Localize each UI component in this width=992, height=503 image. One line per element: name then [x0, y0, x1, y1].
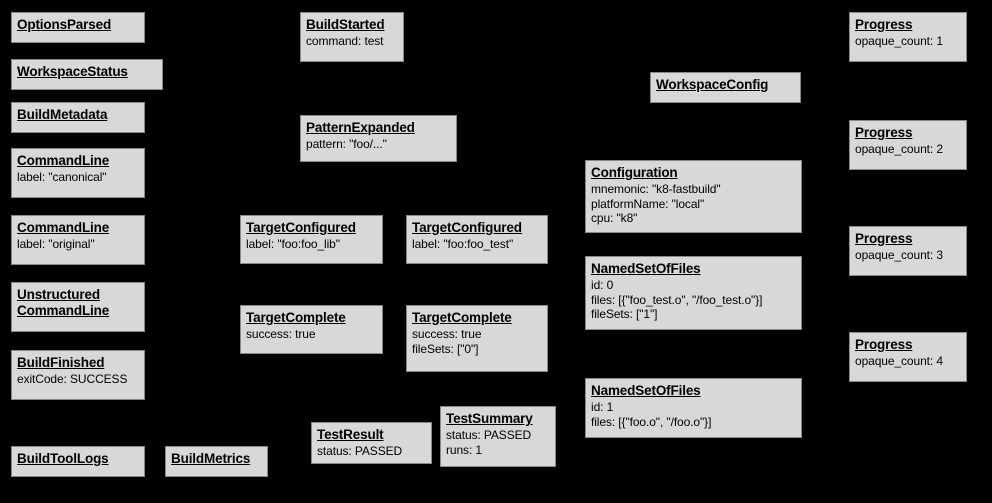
node-field: pattern: "foo/..."	[306, 137, 387, 151]
node-title: BuildMetadata	[17, 107, 108, 122]
node-title: CommandLine	[17, 153, 110, 168]
node-progress-1[interactable]: Progress opaque_count: 1	[849, 12, 967, 62]
node-field: files: [{"foo.o", "/foo.o"}]	[591, 414, 712, 429]
node-field: label: "foo:foo_lib"	[246, 237, 340, 251]
node-fields: label: "original"	[17, 237, 139, 252]
node-title: OptionsParsed	[17, 17, 112, 32]
node-build-metrics[interactable]: BuildMetrics	[165, 446, 268, 477]
node-title: BuildFinished	[17, 355, 105, 370]
node-title: BuildMetrics	[171, 451, 251, 466]
node-target-configured-foo-test[interactable]: TargetConfigured label: "foo:foo_test"	[406, 215, 548, 264]
node-options-parsed[interactable]: OptionsParsed	[11, 12, 145, 43]
node-title: Progress	[855, 231, 913, 246]
node-workspace-config[interactable]: WorkspaceConfig	[650, 72, 801, 103]
node-field: platformName: "local"	[591, 196, 705, 211]
node-title: BuildStarted	[306, 17, 385, 32]
node-build-metadata[interactable]: BuildMetadata	[11, 102, 145, 133]
node-field: fileSets: ["1"]	[591, 307, 658, 321]
node-title: TargetConfigured	[412, 220, 522, 235]
node-title: Configuration	[591, 165, 678, 180]
node-unstructured-command-line[interactable]: Unstructured CommandLine	[11, 282, 145, 332]
node-title: WorkspaceConfig	[656, 77, 769, 92]
node-fields: label: "foo:foo_lib"	[246, 237, 377, 252]
node-field: opaque_count: 1	[855, 34, 943, 48]
node-fields: label: "canonical"	[17, 170, 139, 185]
node-title: TargetComplete	[246, 310, 346, 325]
node-field: status: PASSED	[317, 444, 403, 458]
node-progress-3[interactable]: Progress opaque_count: 3	[849, 226, 967, 276]
node-title: NamedSetOfFiles	[591, 261, 701, 276]
node-field: opaque_count: 3	[855, 248, 943, 262]
node-field: exitCode: SUCCESS	[17, 372, 128, 386]
node-title: Progress	[855, 17, 913, 32]
node-field: label: "foo:foo_test"	[412, 237, 514, 251]
node-progress-4[interactable]: Progress opaque_count: 4	[849, 332, 967, 382]
node-build-finished[interactable]: BuildFinished exitCode: SUCCESS	[11, 350, 145, 400]
node-field: status: PASSED	[446, 428, 532, 442]
node-target-complete-lib[interactable]: TargetComplete success: true	[240, 305, 383, 354]
node-title: WorkspaceStatus	[17, 64, 128, 79]
node-progress-2[interactable]: Progress opaque_count: 2	[849, 120, 967, 170]
node-field: cpu: "k8"	[591, 211, 638, 225]
node-configuration[interactable]: Configuration mnemonic: "k8-fastbuild"pla…	[585, 160, 802, 233]
node-field: mnemonic: "k8-fastbuild"	[591, 182, 721, 196]
node-field: fileSets: ["0"]	[412, 341, 479, 356]
node-fields: status: PASSED	[317, 444, 426, 459]
node-field: command: test	[306, 34, 384, 48]
node-workspace-status[interactable]: WorkspaceStatus	[11, 59, 163, 90]
node-field: opaque_count: 2	[855, 142, 943, 156]
node-fields: opaque_count: 2	[855, 142, 961, 157]
node-pattern-expanded[interactable]: PatternExpanded pattern: "foo/..."	[300, 115, 457, 162]
node-test-result[interactable]: TestResult status: PASSED	[311, 422, 432, 464]
node-field: label: "canonical"	[17, 170, 107, 184]
node-title: Progress	[855, 337, 913, 352]
node-title: TargetComplete	[412, 310, 512, 325]
node-fields: mnemonic: "k8-fastbuild"platformName: "l…	[591, 182, 796, 226]
node-build-started[interactable]: BuildStarted command: test	[300, 12, 404, 62]
node-title: Progress	[855, 125, 913, 140]
node-fields: pattern: "foo/..."	[306, 137, 451, 152]
node-title: Unstructured CommandLine	[17, 287, 110, 318]
node-field: label: "original"	[17, 237, 95, 251]
node-title: TestResult	[317, 427, 384, 442]
node-field: success: true	[412, 327, 482, 341]
node-fields: command: test	[306, 34, 398, 49]
node-command-line-canonical[interactable]: CommandLine label: "canonical"	[11, 148, 145, 198]
node-field: id: 1	[591, 400, 614, 414]
node-title: CommandLine	[17, 220, 110, 235]
node-field: success: true	[246, 327, 316, 341]
node-fields: opaque_count: 4	[855, 354, 961, 369]
node-field: opaque_count: 4	[855, 354, 943, 368]
node-fields: success: true	[246, 327, 377, 342]
node-title: PatternExpanded	[306, 120, 415, 135]
node-field: runs: 1	[446, 442, 482, 457]
node-fields: opaque_count: 1	[855, 34, 961, 49]
node-target-configured-foo-lib[interactable]: TargetConfigured label: "foo:foo_lib"	[240, 215, 383, 264]
node-field: files: [{"foo_test.o", "/foo_test.o"}]	[591, 292, 763, 307]
node-title: NamedSetOfFiles	[591, 383, 701, 398]
node-title: BuildToolLogs	[17, 451, 109, 466]
node-build-tool-logs[interactable]: BuildToolLogs	[11, 446, 145, 477]
node-field: id: 0	[591, 278, 614, 292]
node-command-line-original[interactable]: CommandLine label: "original"	[11, 215, 145, 265]
node-fields: exitCode: SUCCESS	[17, 372, 139, 387]
node-title: TestSummary	[446, 411, 533, 426]
node-fields: opaque_count: 3	[855, 248, 961, 263]
node-title: TargetConfigured	[246, 220, 356, 235]
node-fields: label: "foo:foo_test"	[412, 237, 542, 252]
